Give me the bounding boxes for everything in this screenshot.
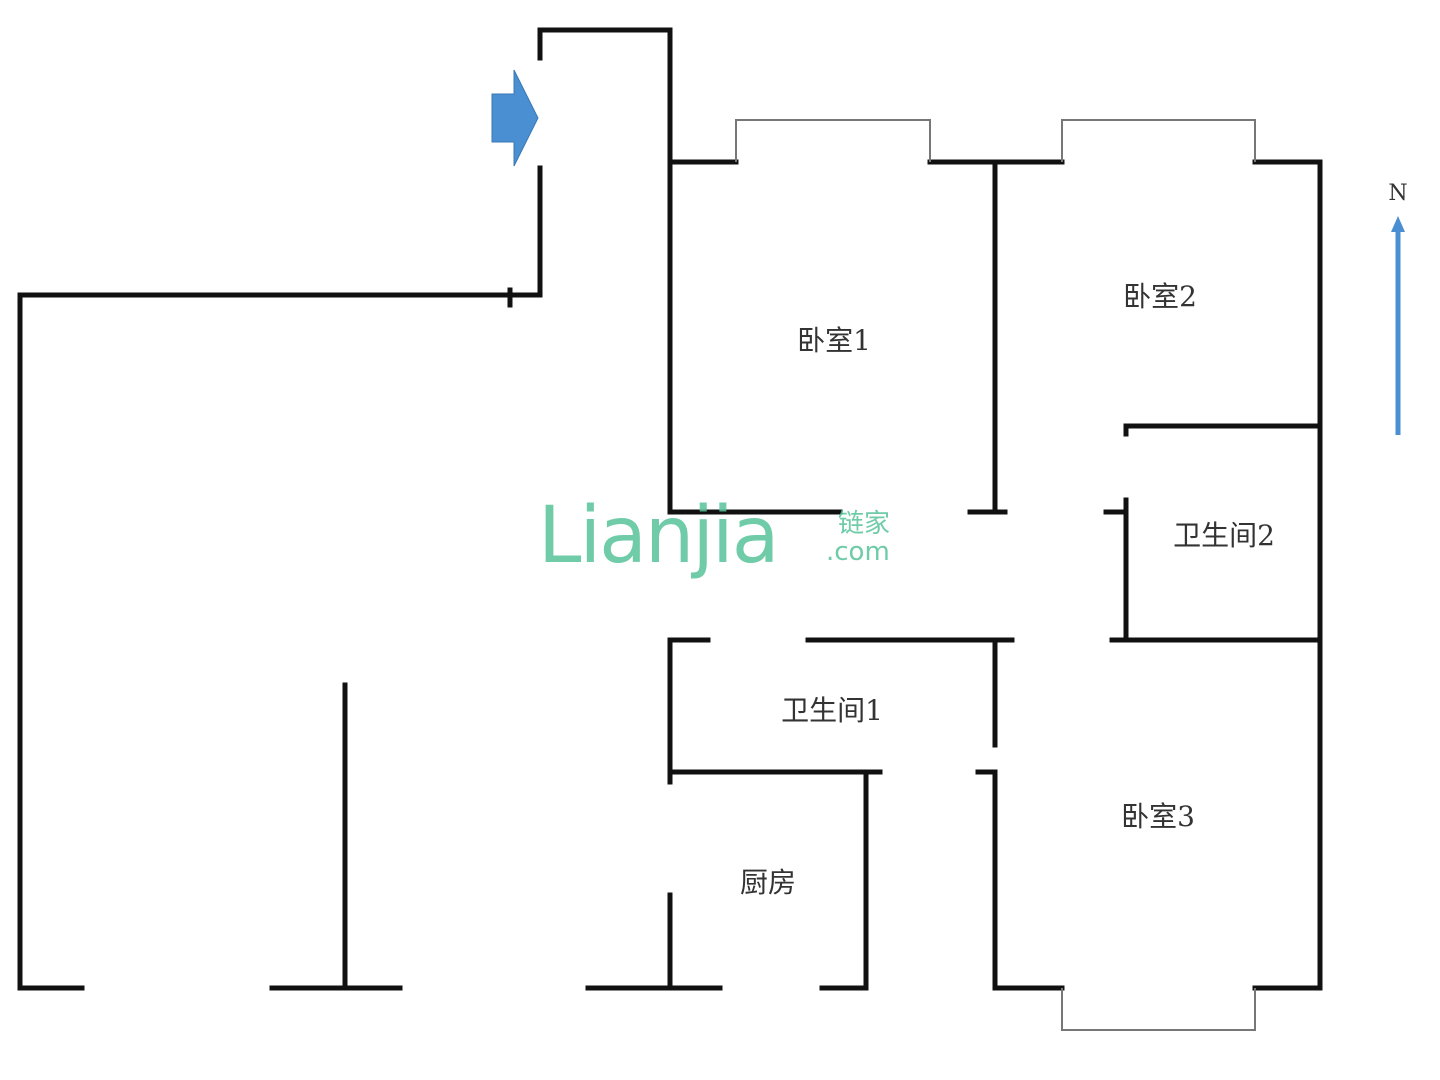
bay-window-bedroom2 xyxy=(1061,119,1256,162)
label-bathroom2: 卫生间2 xyxy=(1173,519,1275,552)
wall-bedroom3-left-lower xyxy=(992,769,1065,991)
wall-entry-top xyxy=(537,27,843,515)
label-kitchen: 厨房 xyxy=(740,866,796,899)
watermark-cn: 链家 xyxy=(838,509,890,539)
north-indicator: N xyxy=(1388,181,1408,435)
label-bathroom1: 卫生间1 xyxy=(781,694,883,727)
north-arrow-head-icon xyxy=(1391,216,1405,232)
wall-east-upper xyxy=(1252,159,1323,991)
watermark-com: .com xyxy=(826,537,890,567)
watermark-main: Lianjia xyxy=(538,491,778,581)
label-bedroom1: 卧室1 xyxy=(797,324,871,357)
bay-window-bedroom1 xyxy=(735,119,931,162)
north-label: N xyxy=(1388,181,1407,206)
bay-window-bedroom3 xyxy=(1061,988,1256,1031)
label-bedroom3: 卧室3 xyxy=(1121,800,1195,833)
entry-arrow-icon xyxy=(491,69,539,167)
windows xyxy=(735,119,1256,1031)
label-bedroom2: 卧室2 xyxy=(1123,280,1197,313)
walls xyxy=(17,27,1323,991)
watermark: Lianjia 链家 .com xyxy=(538,491,890,581)
wall-outer-left xyxy=(17,292,543,991)
